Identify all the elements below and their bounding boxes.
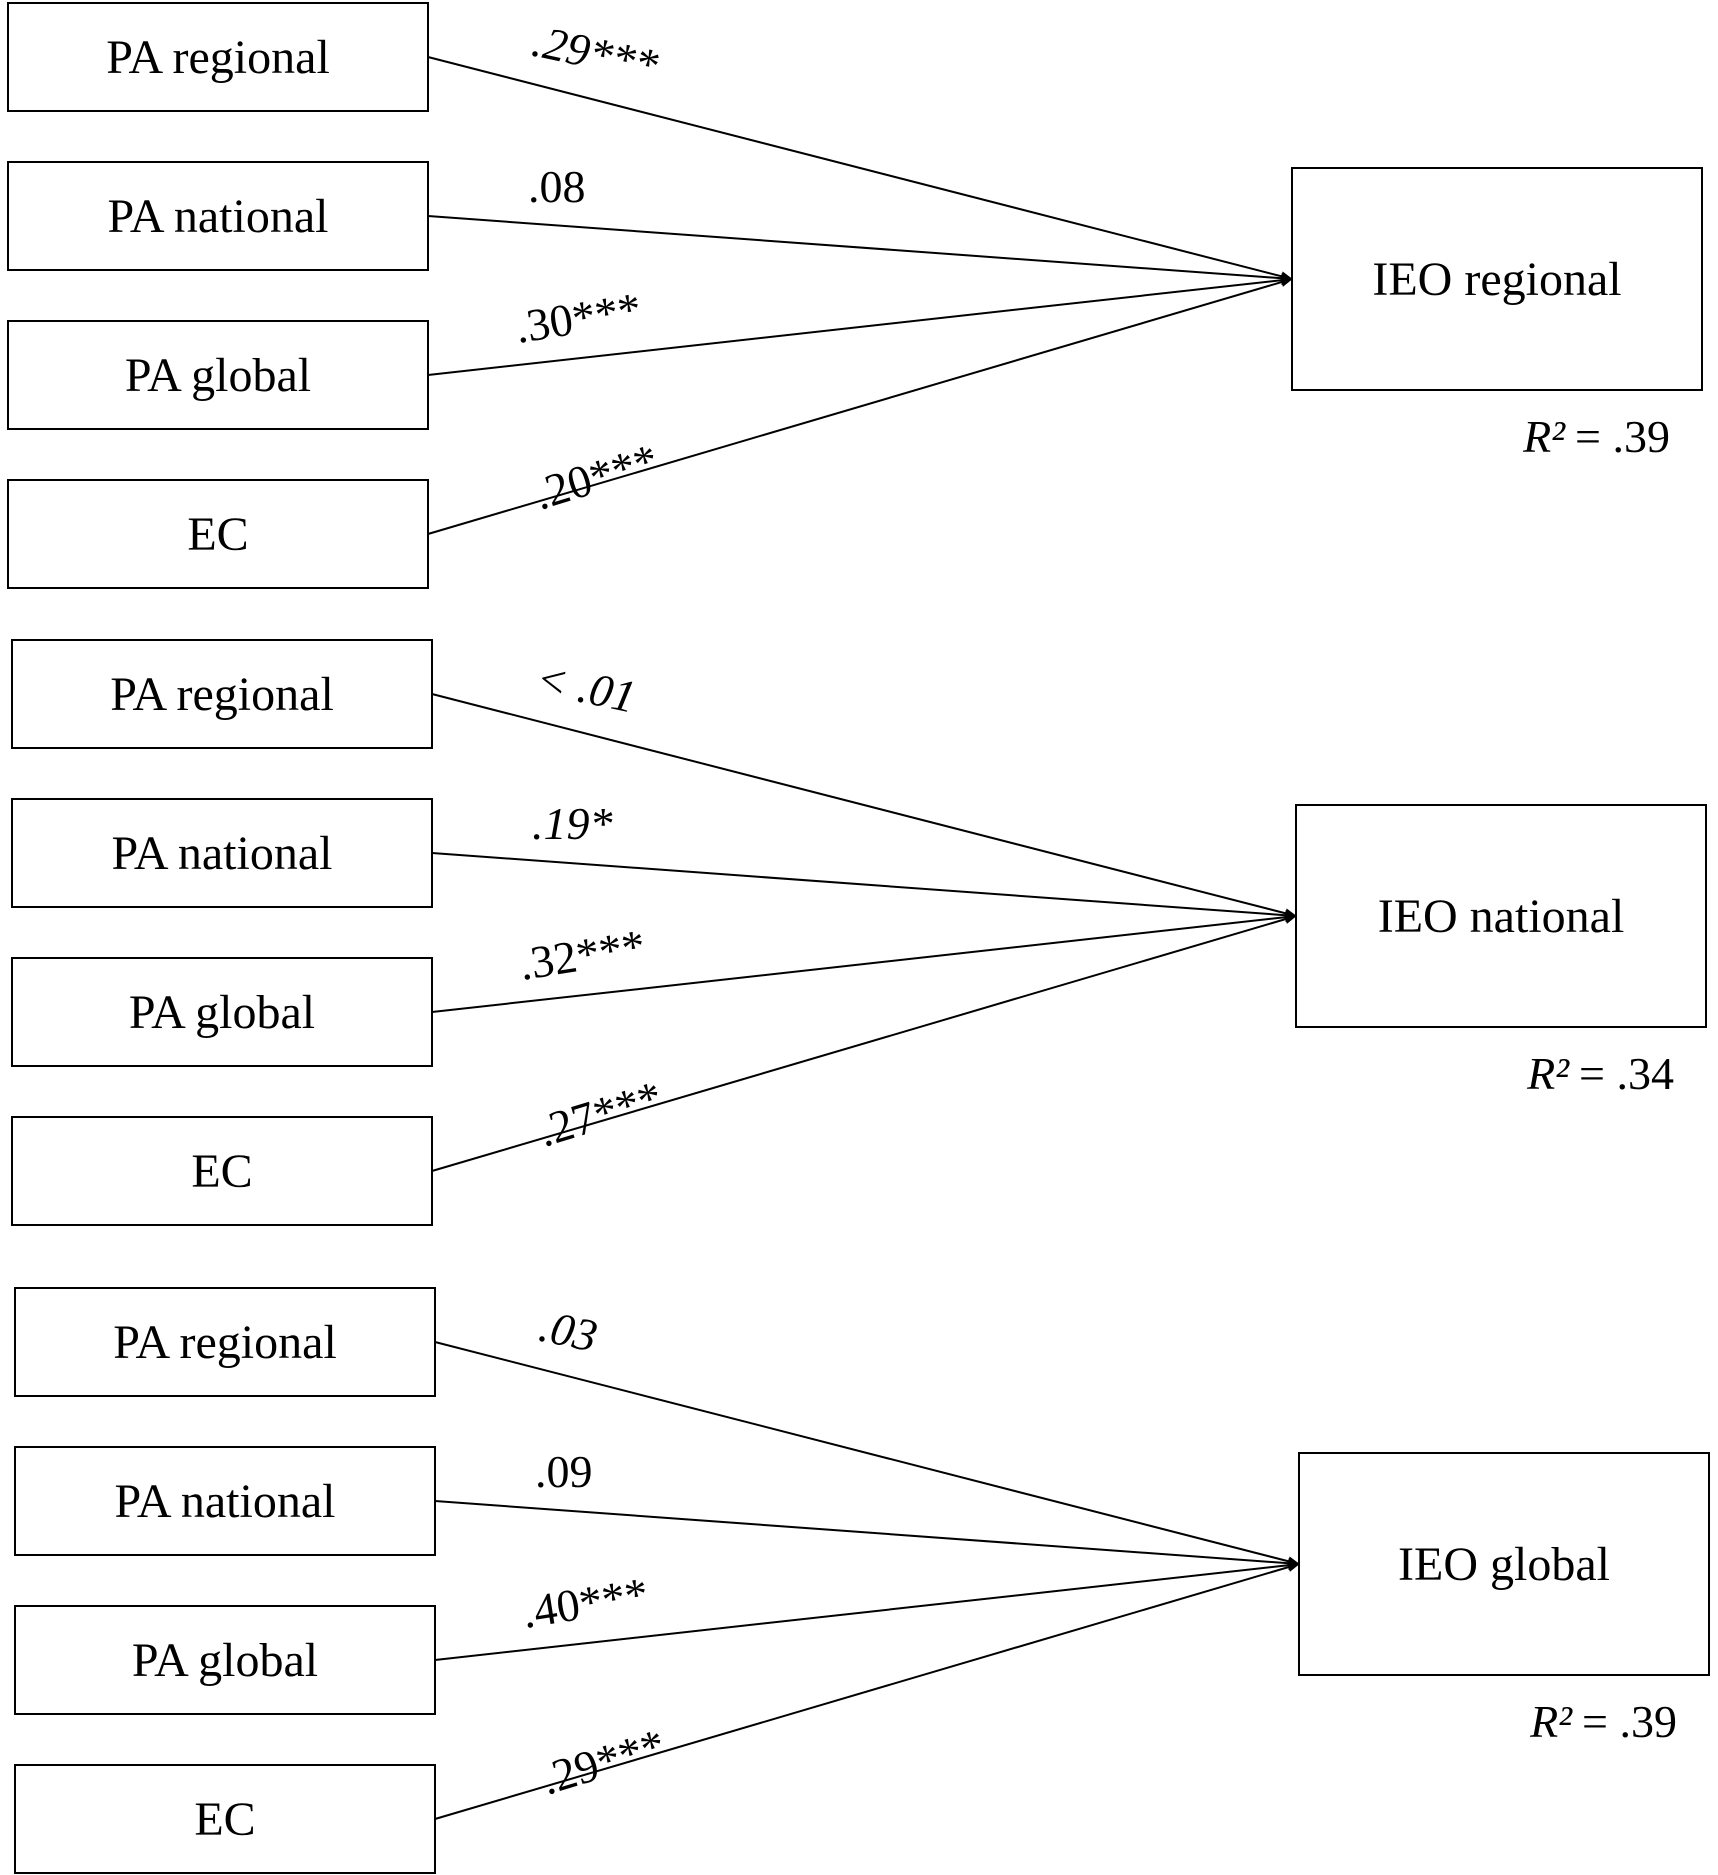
path-coefficient: .40***	[519, 1568, 652, 1638]
predictor-box	[14, 1287, 436, 1397]
predictor-box	[11, 639, 433, 749]
predictor-box	[7, 161, 429, 271]
predictor-box	[7, 2, 429, 112]
path-coefficient: .32***	[516, 920, 649, 990]
path-arrow	[427, 56, 1293, 282]
path-coefficient: .29***	[535, 1719, 671, 1805]
path-coefficient: .29***	[528, 15, 662, 91]
predictor-label: PA regional	[106, 31, 330, 84]
path-coefficient: < .01	[532, 652, 640, 723]
predictor-box	[14, 1764, 436, 1874]
panel-1: PA regional .29*** PA national .08 PA global…	[7, 2, 1703, 589]
predictor-label: EC	[194, 1793, 255, 1846]
r-squared-value: = .39	[1582, 1696, 1677, 1747]
predictor-label: PA national	[112, 827, 333, 880]
path-coefficient: .09	[535, 1446, 593, 1497]
predictor-box	[7, 320, 429, 430]
path-arrow	[431, 914, 1297, 1172]
path-arrow	[427, 275, 1293, 376]
r-squared: R²= .34	[1526, 1048, 1674, 1099]
r-squared-value: = .34	[1579, 1048, 1674, 1099]
predictor-label: PA global	[125, 349, 311, 402]
r-squared: R²= .39	[1529, 1696, 1677, 1747]
r-squared-symbol: R²	[1529, 1696, 1573, 1747]
path-coefficient: .03	[535, 1300, 602, 1362]
path-arrow	[427, 215, 1293, 284]
path-coefficient: .19*	[532, 798, 613, 849]
panel-3: PA regional .03 PA national .09 PA global .40…	[14, 1287, 1710, 1874]
path-coefficient: .08	[528, 161, 586, 212]
predictor-box	[14, 1605, 436, 1715]
predictor-label: PA regional	[113, 1316, 337, 1369]
predictor-label: PA global	[132, 1634, 318, 1687]
r-squared-symbol: R²	[1526, 1048, 1570, 1099]
predictor-label: EC	[187, 508, 248, 561]
path-arrow	[427, 277, 1293, 535]
path-arrow	[434, 1562, 1300, 1820]
panel-2: PA regional < .01 PA national .19* PA global…	[11, 639, 1707, 1226]
outcome-label: IEO regional	[1372, 253, 1621, 306]
outcome-box	[1298, 1452, 1710, 1676]
predictor-label: EC	[191, 1145, 252, 1198]
path-arrow	[434, 1341, 1300, 1567]
predictor-box	[7, 479, 429, 589]
predictor-label: PA national	[108, 190, 329, 243]
r-squared: R²= .39	[1522, 411, 1670, 462]
path-arrow	[434, 1500, 1300, 1569]
outcome-box	[1291, 167, 1703, 391]
path-coefficient: .20***	[528, 434, 664, 520]
predictor-label: PA global	[129, 986, 315, 1039]
path-coefficient: .30***	[512, 283, 645, 353]
r-squared-symbol: R²	[1522, 411, 1566, 462]
outcome-label: IEO global	[1398, 1538, 1610, 1591]
path-arrow	[431, 912, 1297, 1013]
outcome-box	[1295, 804, 1707, 1028]
path-coefficient: .27***	[532, 1071, 668, 1157]
outcome-label: IEO national	[1378, 890, 1625, 943]
predictor-box	[11, 1116, 433, 1226]
path-arrow	[431, 852, 1297, 921]
predictor-label: PA regional	[110, 668, 334, 721]
path-arrow	[431, 693, 1297, 919]
predictor-label: PA national	[115, 1475, 336, 1528]
path-arrow	[434, 1560, 1300, 1661]
r-squared-value: = .39	[1575, 411, 1670, 462]
predictor-box	[14, 1446, 436, 1556]
